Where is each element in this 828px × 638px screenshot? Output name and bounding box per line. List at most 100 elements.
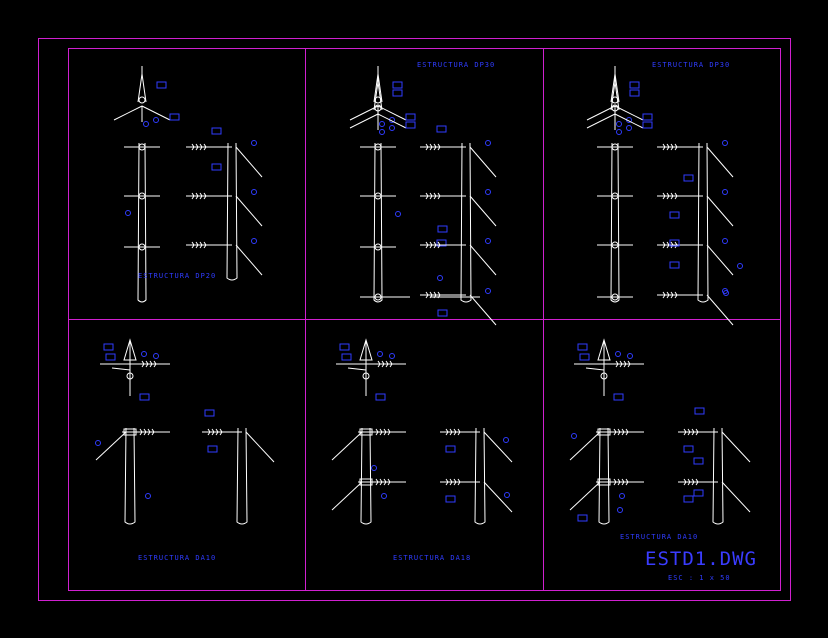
callout-tag <box>207 445 218 453</box>
insulator-disc <box>153 360 157 368</box>
insulator-disc <box>457 428 461 436</box>
guy-wire <box>245 431 275 463</box>
insulator-disc <box>445 428 449 436</box>
insulator-disc <box>453 478 457 486</box>
callout-bubble <box>615 351 621 357</box>
insulator-disc <box>203 192 207 200</box>
pole <box>474 427 486 525</box>
insulator-disc <box>617 478 621 486</box>
callout-bubble <box>722 238 728 244</box>
callout-tag <box>211 127 222 135</box>
insulator-disc <box>683 478 687 486</box>
insulator-disc <box>453 428 457 436</box>
panel-title-dp30-a: ESTRUCTURA DP30 <box>417 61 496 69</box>
insulator-disc <box>429 241 433 249</box>
insulator-disc <box>670 241 674 249</box>
callout-bubble <box>485 238 491 244</box>
insulator <box>359 338 373 361</box>
insulator-disc <box>389 360 393 368</box>
callout-tag <box>156 81 167 89</box>
callout-tag <box>577 514 588 522</box>
insulator-disc <box>425 143 429 151</box>
callout-tag <box>693 489 704 497</box>
insulator-disc <box>687 428 691 436</box>
callout-tag <box>392 81 403 89</box>
insulator-disc <box>683 428 687 436</box>
pole <box>610 142 620 303</box>
callout-bubble <box>153 117 159 123</box>
callout-bubble <box>251 189 257 195</box>
callout-bubble <box>722 189 728 195</box>
insulator-disc <box>666 143 670 151</box>
insulator <box>614 81 620 111</box>
insulator-disc <box>195 241 199 249</box>
callout-tag <box>437 309 448 317</box>
insulator-disc <box>625 428 629 436</box>
insulator <box>141 73 147 103</box>
insulator-disc <box>375 428 379 436</box>
insulator-disc <box>613 478 617 486</box>
guy-wire <box>706 146 734 178</box>
insulator-disc <box>379 428 383 436</box>
insulator-disc <box>433 192 437 200</box>
insulator-disc <box>141 360 145 368</box>
clamp <box>600 372 608 380</box>
callout-tag <box>669 211 680 219</box>
insulator-disc <box>621 478 625 486</box>
insulator-disc <box>143 428 147 436</box>
callout-bubble <box>389 125 395 131</box>
clamp <box>123 428 137 436</box>
insulator-disc <box>191 192 195 200</box>
insulator-disc <box>670 192 674 200</box>
guy-wire <box>347 367 367 371</box>
pole <box>373 142 383 303</box>
guy-wire <box>235 146 263 178</box>
insulator-disc <box>674 291 678 299</box>
insulator <box>610 81 616 111</box>
callout-tag <box>105 353 116 361</box>
callout-tag <box>339 343 350 351</box>
insulator-disc <box>199 143 203 151</box>
insulator-disc <box>425 192 429 200</box>
guy-wire <box>569 431 601 461</box>
guy-wire <box>469 146 497 178</box>
callout-tag <box>669 239 680 247</box>
insulator-disc <box>387 428 391 436</box>
insulator-disc <box>199 192 203 200</box>
clamp <box>374 104 382 112</box>
callout-tag <box>445 445 456 453</box>
guy-wire <box>706 195 734 227</box>
insulator-disc <box>425 241 429 249</box>
callout-bubble <box>627 353 633 359</box>
pole <box>697 142 709 303</box>
callout-tag <box>629 81 640 89</box>
insulator-disc <box>429 192 433 200</box>
guy-wire <box>331 431 363 461</box>
insulator-disc <box>666 241 670 249</box>
guy-wire <box>585 367 605 371</box>
insulator-disc <box>449 478 453 486</box>
insulator-disc <box>433 143 437 151</box>
guy-wire <box>721 481 751 513</box>
insulator-disc <box>207 428 211 436</box>
insulator-disc <box>674 143 678 151</box>
insulator-disc <box>383 428 387 436</box>
clamp <box>138 143 146 151</box>
callout-tag <box>169 113 180 121</box>
insulator-disc <box>695 428 699 436</box>
callout-bubble <box>251 140 257 146</box>
callout-bubble <box>153 353 159 359</box>
clamp <box>126 372 134 380</box>
guy-wire <box>706 294 734 326</box>
insulator-disc <box>437 241 441 249</box>
insulator <box>597 338 611 361</box>
callout-bubble <box>503 437 509 443</box>
insulator-disc <box>191 241 195 249</box>
insulator-disc <box>662 143 666 151</box>
insulator-disc <box>670 143 674 151</box>
callout-tag <box>683 495 694 503</box>
callout-tag <box>613 393 624 401</box>
callout-bubble <box>437 275 443 281</box>
clamp <box>138 96 146 104</box>
